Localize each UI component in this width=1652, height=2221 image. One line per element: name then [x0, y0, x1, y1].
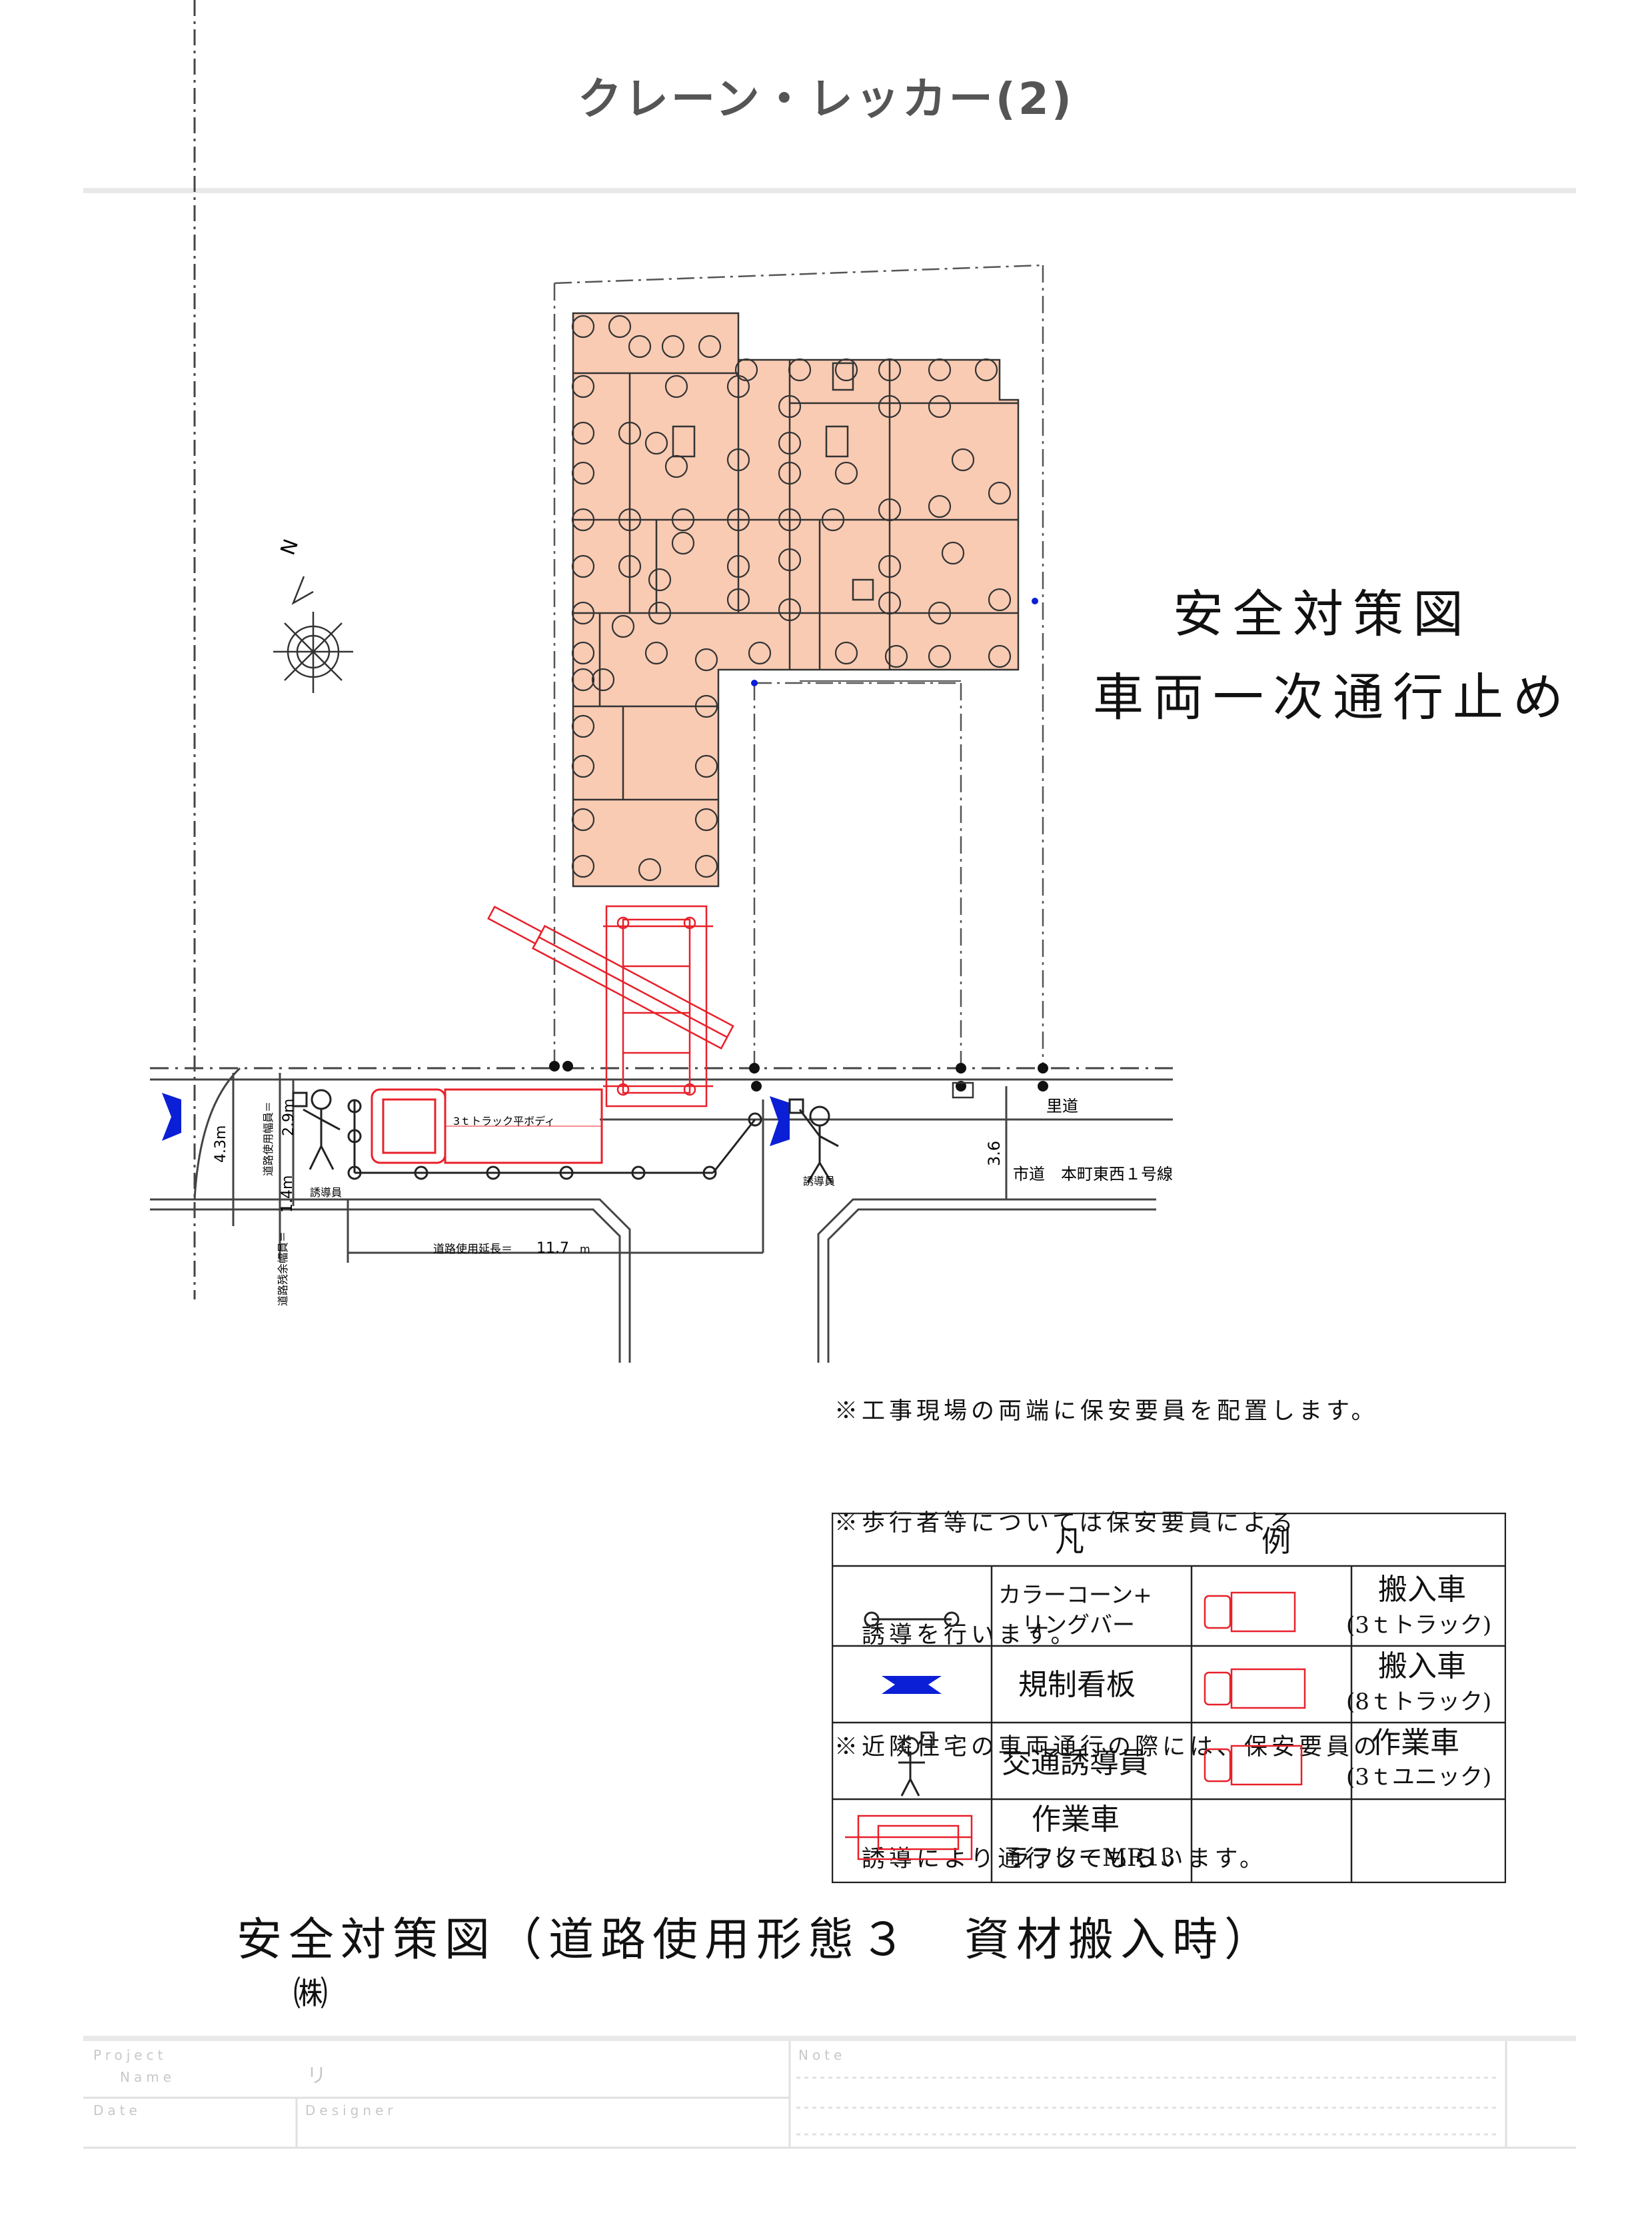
remaining-width-label: 道路残余幅員＝ [277, 1231, 289, 1306]
legend-item-label: ラフターMR13 [1006, 1845, 1176, 1872]
date-label: Date [93, 2102, 141, 2118]
guard-label-left: 誘導員 [310, 1186, 342, 1199]
road-length-value: 11.7 [536, 1240, 569, 1257]
road-length-unit: m [580, 1243, 590, 1255]
truck-label: 3ｔトラック平ボディ [453, 1115, 555, 1127]
compass-label: N [277, 536, 304, 558]
property-boundary [553, 264, 1044, 1066]
diagram-caption: 安全対策図（道路使用形態３ 資材搬入時） [237, 1914, 1277, 1966]
road-width-label: 道路使用幅員＝ [262, 1102, 275, 1176]
compass-icon [273, 576, 353, 693]
designer-label: Designer [305, 2102, 397, 2118]
page-title: クレーン・レッカー(2) [578, 73, 1074, 125]
traffic-guard-right-icon [788, 1098, 839, 1183]
legend-truck-3t-icon [1204, 1591, 1296, 1633]
header-divider [83, 188, 1576, 193]
legend-item-label: カラーコーン+ [998, 1582, 1152, 1609]
city-road-label: 市道 本町東西１号線 [1013, 1165, 1173, 1183]
legend-item-label: 規制看板 [1018, 1668, 1136, 1702]
regulation-sign-left-icon [162, 1093, 181, 1141]
note-line: 誘導を行います。 [834, 1622, 1078, 1649]
legend-table: 凡 例 カラーコーン+ リングバー 規制看板 交通誘導員 作業車 ラフターMR1… [832, 1513, 1506, 1883]
heading-line-1: 安全対策図 [1173, 584, 1473, 644]
legend-vehicle-label: 搬入車 [1378, 1649, 1466, 1683]
legend-vehicle-label: 搬入車 [1378, 1573, 1466, 1607]
legend-vehicle-label: 作業車 [1371, 1726, 1459, 1760]
legend-title-right: 例 [1261, 1525, 1291, 1559]
guard-label-right: 誘導員 [803, 1175, 835, 1187]
legend-title-left: 凡 [1055, 1525, 1084, 1559]
remaining-width-value: 1.4m [279, 1175, 296, 1213]
project-value: リ [307, 2064, 331, 2088]
legend-guard-icon [898, 1731, 935, 1797]
legend-item-label: 交通誘導員 [1002, 1746, 1148, 1780]
company-mark: ㈱ [293, 1974, 329, 2014]
legend-sign-icon [882, 1676, 942, 1694]
legend-item-label: 作業車 [1032, 1803, 1120, 1837]
road-width-value: 2.9m [281, 1099, 297, 1136]
title-block [83, 2041, 1576, 2149]
building-footprint [571, 312, 1020, 888]
flatbed-truck [371, 1088, 603, 1164]
road-length-label: 道路使用延長＝ [433, 1242, 512, 1256]
legend-unic-icon [1204, 1745, 1303, 1786]
side-width-value: 3.6 [985, 1141, 1004, 1166]
note-label: Note [798, 2047, 846, 2063]
title-block-divider [83, 2036, 1576, 2041]
road-total-width: 4.3m [213, 1125, 229, 1163]
traffic-guard-left-icon [292, 1089, 341, 1170]
legend-vehicle-label: (3ｔユニック) [1346, 1764, 1491, 1791]
name-label: Name [120, 2069, 176, 2085]
legend-crane-icon [845, 1815, 973, 1860]
legend-vehicle-label: (8ｔトラック) [1346, 1689, 1491, 1715]
note-line: ※近隣住宅の車両通行の際には、保安要員の [834, 1734, 1381, 1761]
regulation-sign-right-icon [770, 1096, 790, 1146]
sato-road-label: 里道 [1046, 1097, 1078, 1115]
note-line: ※歩行者等については保安要員による [834, 1510, 1297, 1537]
project-label: Project [93, 2047, 167, 2063]
rough-terrain-crane [487, 905, 734, 1108]
legend-cone-icon [864, 1611, 960, 1627]
note-line: ※工事現場の両端に保安要員を配置します。 [834, 1398, 1379, 1425]
legend-truck-8t-icon [1204, 1668, 1306, 1709]
heading-line-2: 車両一次通行止め [1093, 668, 1573, 727]
cone-ring-bar-barrier [347, 1099, 762, 1180]
road-lines [150, 0, 1173, 1363]
legend-item-label: リングバー [1022, 1612, 1135, 1639]
legend-vehicle-label: (3ｔトラック) [1346, 1612, 1491, 1639]
